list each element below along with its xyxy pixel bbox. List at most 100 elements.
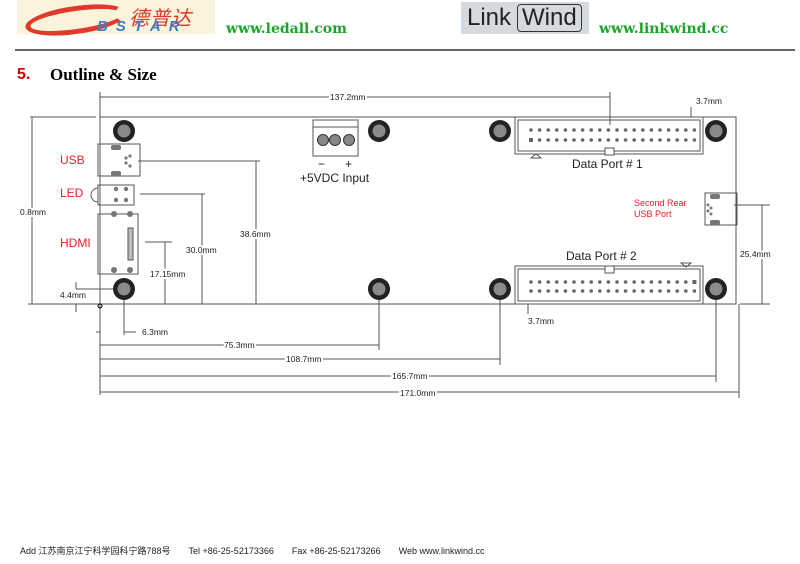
connector-pin [632,138,636,142]
connector-pin [529,280,533,284]
connector-pin [546,289,550,293]
connector-pin [632,280,636,284]
connector-pin [649,128,654,132]
connector-pin [537,128,542,132]
logo-wind-text: Wind [517,4,582,32]
mount-hole [705,120,727,142]
footer-tel: Tel +86-25-52173366 [188,546,274,556]
connector-pin [675,128,679,132]
connector-pin [666,138,671,142]
dim-75-3: 75.3mm [224,340,255,350]
hdmi-label: HDMI [60,236,91,250]
logo-cn-text: 德普达 [129,6,192,30]
connector-pin [649,289,654,293]
dim-165-7: 165.7mm [392,371,427,381]
dim-38-6: 38.6mm [240,229,271,239]
connector-pin [666,280,671,284]
url-linkwind[interactable]: www.linkwind.cc [599,21,729,37]
connector-pin [580,280,585,284]
connector-pin [658,138,662,142]
connector-pin [546,280,550,284]
connector-pin [537,280,542,284]
mount-hole [113,278,135,300]
footer-fax: Fax +86-25-52173266 [291,546,381,556]
connector-pin [658,128,662,132]
board-outline [99,116,737,305]
bstar-logo: 德普达 BSTAR [17,0,215,41]
logo-en-text: BSTAR [97,18,188,35]
dim-171-0: 171.0mm [400,388,435,398]
connector-pin [675,138,679,142]
second-usb-label-2: USB Port [634,209,672,219]
connector-pin [598,128,602,132]
connector-pin [658,280,662,284]
connector-pin [580,289,585,293]
connector-pin [563,289,568,293]
connector-pin [563,128,568,132]
dim-137-2: 137.2mm [330,92,365,102]
connector-pin [684,289,688,293]
connector-pin [632,289,636,293]
footer: Add 江苏南京江宁科学园科宁路788号 Tel +86-25-52173366 F… [20,544,503,557]
connector-pin [615,280,619,284]
dim-108-7: 108.7mm [286,354,321,364]
section-title: Outline & Size [50,65,157,84]
led-label: LED [60,186,84,200]
connector-pin [529,138,533,142]
connector-pin [658,289,662,293]
connector-pin [598,289,602,293]
connector-pin [606,289,611,293]
logo-link-text: Link [467,4,512,31]
second-usb-outline [704,192,738,226]
connector-pin [589,289,593,293]
footer-address: Add 江苏南京江宁科学园科宁路788号 [20,546,171,556]
connector-pin [675,289,679,293]
mount-hole [113,120,135,142]
hdmi-outline [97,213,139,275]
connector-pin [684,128,688,132]
connector-pin [632,128,636,132]
connector-pin [649,280,654,284]
connector-pin [546,138,550,142]
connector-pin [641,138,645,142]
connector-pin [675,280,679,284]
data-port-1-label: Data Port # 1 [572,157,643,171]
connector-pin [666,289,671,293]
footer-web[interactable]: Web www.linkwind.cc [398,546,485,556]
led-outline [97,184,135,206]
connector-pin [572,138,576,142]
usb-label: USB [60,153,85,167]
connector-pin [563,138,568,142]
connector-pin [692,289,697,293]
connector-pin [555,138,559,142]
url-ledall[interactable]: www.ledall.com [226,21,347,37]
connector-pin [589,280,593,284]
connector-pin [641,289,645,293]
connector-pin [589,128,593,132]
connector-pin [606,280,611,284]
connector-pin [572,128,576,132]
dim-3-7-bottom: 3.7mm [528,316,554,326]
connector-pin [623,138,628,142]
power-plus-label: + [345,157,352,171]
power-minus-label: − [318,157,325,171]
connector-pin [615,138,619,142]
connector-pin [572,280,576,284]
header-divider [15,49,795,51]
power-input-label: +5VDC Input [300,171,370,185]
connector-pin [555,280,559,284]
connector-pin [641,280,645,284]
section-number: 5. [17,66,31,83]
mount-hole [489,120,511,142]
connector-pin [692,128,697,132]
connector-pin [684,138,688,142]
linkwind-logo: Link Wind [461,2,589,34]
mount-hole [705,278,727,300]
mount-hole [368,278,390,300]
connector-pin [684,280,688,284]
connector-pin [555,128,559,132]
connector-pin [537,289,542,293]
connector-pin [606,138,611,142]
connector-pin [692,280,697,284]
